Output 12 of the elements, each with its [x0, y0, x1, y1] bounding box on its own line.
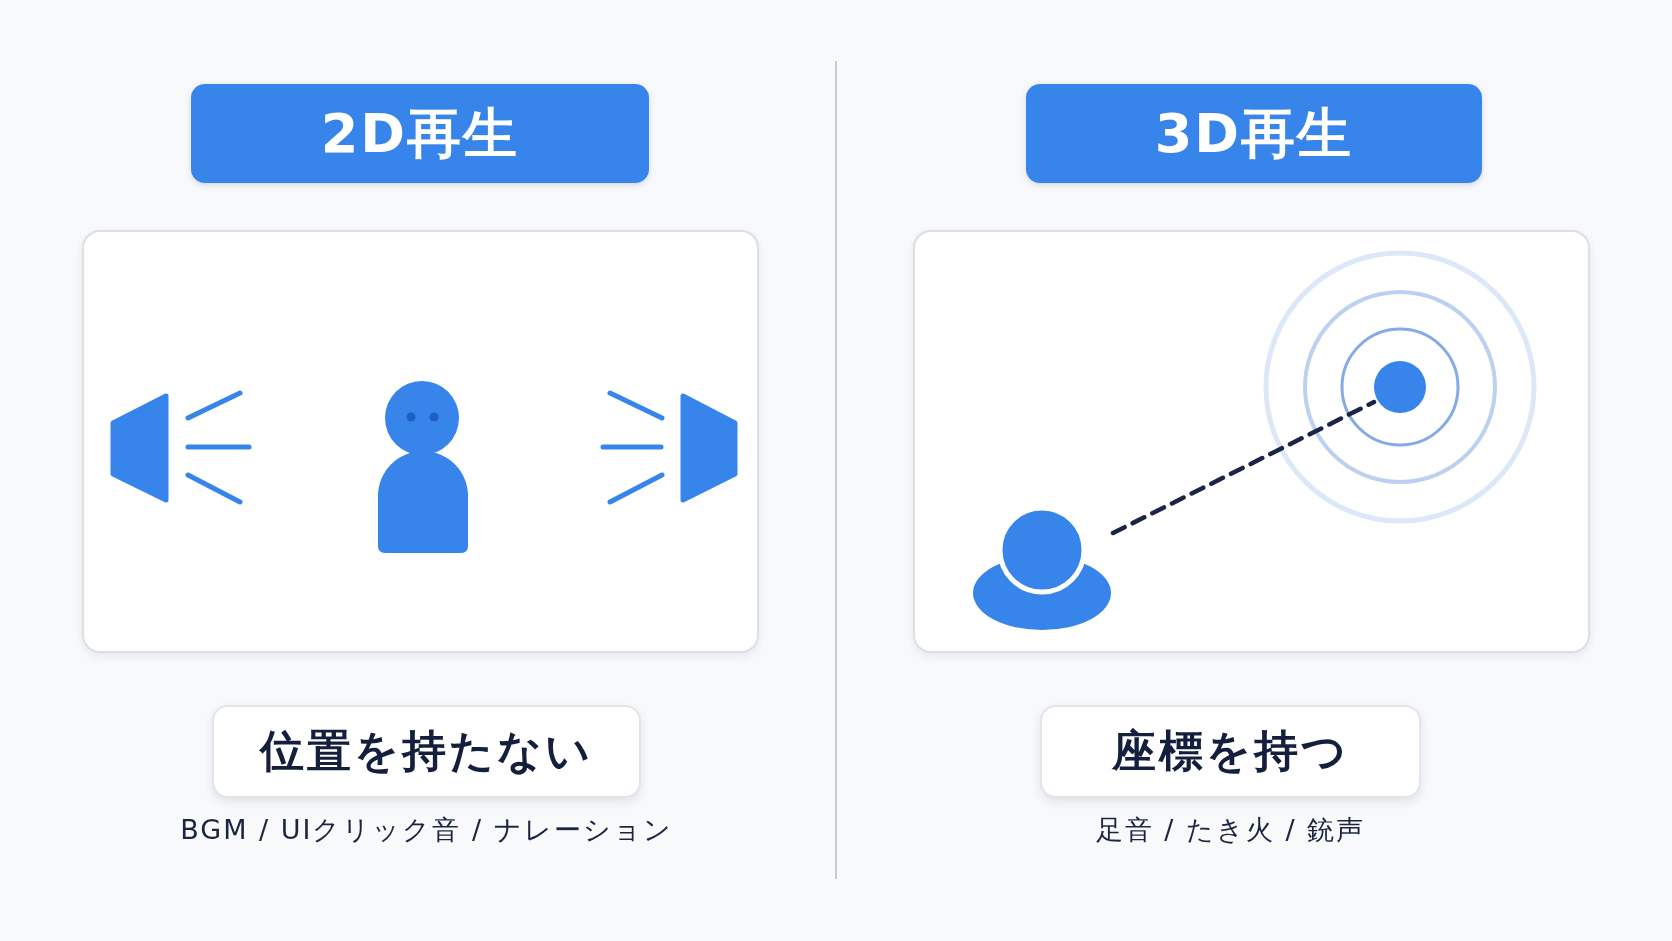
title-banner: [191, 84, 649, 183]
example-list: BGM / UIクリック音 / ナレーション: [180, 814, 673, 847]
section-title: 2D再生: [320, 103, 520, 164]
example-list: 足音 / たき火 / 銃声: [1095, 814, 1366, 847]
illustration-panel: [913, 230, 1590, 653]
dashed-connector: [1110, 399, 1377, 536]
property-label: 位置を持たない: [260, 727, 593, 776]
sound-source-dot: [1374, 361, 1426, 413]
section-title: 3D再生: [1154, 103, 1354, 164]
property-label: 座標を持つ: [1112, 727, 1349, 776]
title-banner: [1026, 84, 1482, 183]
illustration-panel: [82, 230, 759, 653]
